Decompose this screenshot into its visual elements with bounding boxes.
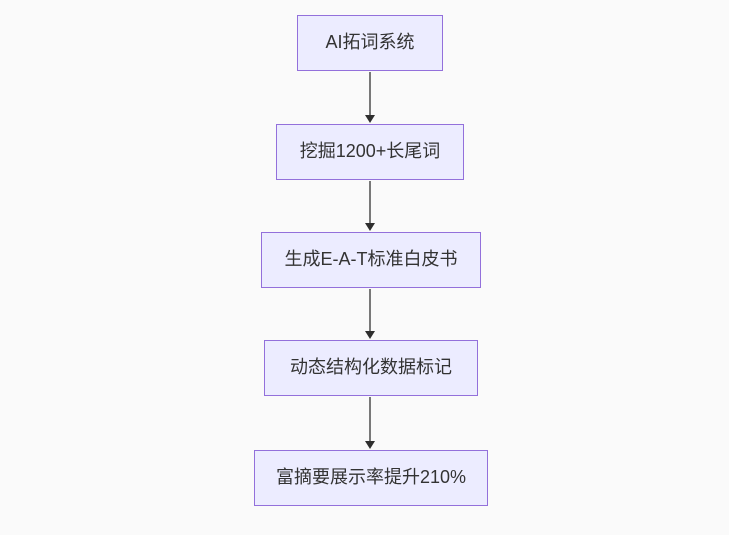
flow-node-label: 生成E-A-T标准白皮书 — [284, 249, 458, 270]
flow-node-label: 动态结构化数据标记 — [290, 357, 452, 378]
edge-line — [369, 181, 371, 223]
flow-edge-n2-n3 — [364, 181, 376, 231]
flow-edge-n3-n4 — [364, 289, 376, 339]
flow-edge-n4-n5 — [364, 397, 376, 449]
edge-line — [369, 72, 371, 115]
arrowhead-down-icon — [365, 115, 375, 123]
flow-node-rich-snippet-rate-increase: 富摘要展示率提升210% — [254, 450, 488, 506]
arrowhead-down-icon — [365, 331, 375, 339]
flow-node-label: AI拓词系统 — [325, 32, 415, 53]
edge-line — [369, 289, 371, 331]
flow-node-label: 挖掘1200+长尾词 — [299, 141, 441, 162]
flow-node-mine-longtail-keywords: 挖掘1200+长尾词 — [276, 124, 464, 180]
edge-line — [369, 397, 371, 441]
flow-node-ai-keyword-expansion-system: AI拓词系统 — [297, 15, 443, 71]
flow-node-generate-eat-whitepaper: 生成E-A-T标准白皮书 — [261, 232, 481, 288]
flow-node-label: 富摘要展示率提升210% — [275, 467, 467, 488]
flow-edge-n1-n2 — [364, 72, 376, 123]
arrowhead-down-icon — [365, 223, 375, 231]
arrowhead-down-icon — [365, 441, 375, 449]
flow-node-dynamic-structured-data-markup: 动态结构化数据标记 — [264, 340, 478, 396]
